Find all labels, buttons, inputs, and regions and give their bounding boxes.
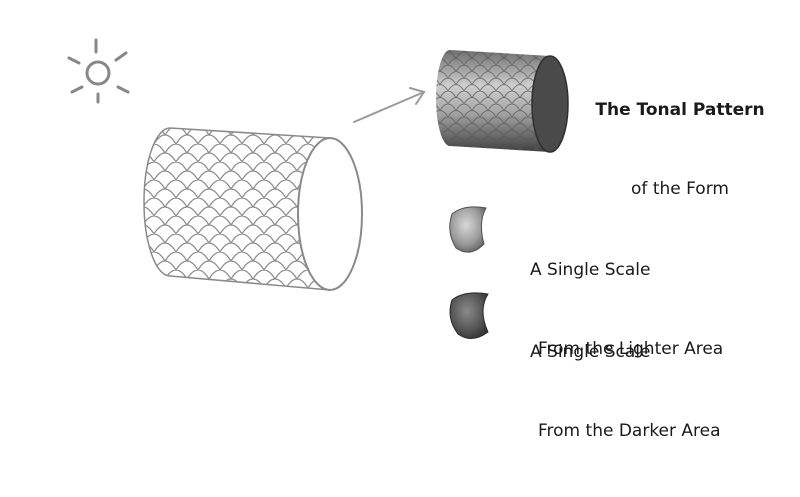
title-line-1: The Tonal Pattern xyxy=(595,99,765,120)
sun-icon xyxy=(67,38,130,104)
title-line-2: of the Form xyxy=(631,178,729,199)
sketch-cylinder xyxy=(143,127,363,291)
diagram: The Tonal Pattern of the Form A Single S… xyxy=(67,38,800,441)
title-label: The Tonal Pattern of the Form xyxy=(560,44,800,255)
scale-light-line-1: A Single Scale xyxy=(530,259,651,280)
scale-light-shape xyxy=(449,206,487,253)
scale-light-line-2: From the Lighter Area xyxy=(538,338,724,359)
scale-light-label: A Single Scale From the Lighter Area xyxy=(530,204,723,415)
scale-dark-line-2: From the Darker Area xyxy=(538,420,721,441)
scale-dark-shape xyxy=(449,292,489,339)
scale-dark-label: A Single Scale From the Darker Area xyxy=(530,286,721,497)
diagram-canvas xyxy=(67,38,569,339)
scale-dark-line-1: A Single Scale xyxy=(530,341,651,362)
arrow-icon xyxy=(353,87,426,123)
shaded-cylinder xyxy=(436,50,569,153)
